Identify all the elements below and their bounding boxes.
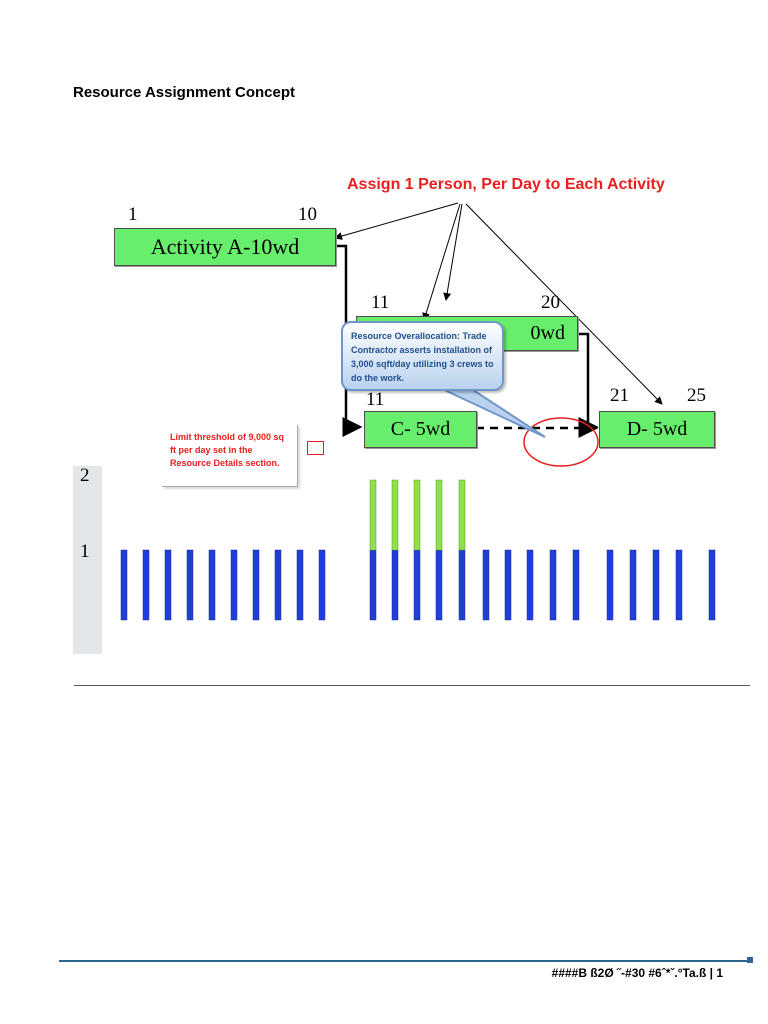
heading-arrow-b [443,203,463,301]
activity-d-start: 21 [610,385,629,406]
document-title: Resource Assignment Concept [73,84,295,101]
diagram-connectors [334,202,663,467]
heading-arrow-c [422,203,461,321]
histogram-bar-day-23 [652,549,660,621]
overallocation-bar-day-12 [391,479,399,551]
histogram-bar-day-7 [252,549,260,621]
histogram-bar-day-11 [369,549,377,621]
histogram-bar-day-20 [572,549,580,621]
activity-d-box: D- 5wd [599,411,715,448]
red-marker-rect [307,441,324,455]
histogram-axis-panel [73,466,102,654]
histogram-bar-day-22 [629,549,637,621]
histogram-bar-day-10 [318,549,326,621]
histogram-bar-day-6 [230,549,238,621]
overallocation-bar-day-13 [413,479,421,551]
footer-line [59,960,749,962]
activity-d-end: 25 [687,385,706,406]
histogram-bar-day-13 [413,549,421,621]
activity-c-box: C- 5wd [364,411,477,448]
histogram-bar-day-4 [186,549,194,621]
footer-dot [747,957,753,963]
heading-arrow-a [334,202,459,240]
histogram-bar-day-15 [458,549,466,621]
heading-arrow-d [465,203,663,405]
overallocation-ellipse [523,417,599,467]
overallocation-bar-day-15 [458,479,466,551]
histogram-bar-day-8 [274,549,282,621]
histogram-bar-day-3 [164,549,172,621]
footer-page-number: ####B ß2Ø ˝-#30 #6ˆ*ˇ.°Ta.ß | 1 [551,966,723,980]
resource-histogram [120,479,716,621]
activity-b-start: 11 [371,292,390,313]
histogram-bar-day-25 [708,549,716,621]
activity-b-end: 20 [541,292,560,313]
y-tick-2: 2 [80,465,90,486]
overallocation-callout: Resource Overallocation: Trade Contracto… [341,321,504,391]
histogram-bar-day-21 [606,549,614,621]
y-tick-1: 1 [80,541,90,562]
histogram-bar-day-12 [391,549,399,621]
overallocation-bar-day-11 [369,479,377,551]
histogram-bar-day-2 [142,549,150,621]
overallocation-bar-day-14 [435,479,443,551]
activity-c-start: 11 [366,389,385,410]
activity-a-box: Activity A-10wd [114,228,336,266]
histogram-bar-day-19 [549,549,557,621]
limit-threshold-note: Limit threshold of 9,000 sq ft per day s… [162,425,298,487]
assign-heading: Assign 1 Person, Per Day to Each Activit… [347,176,665,193]
histogram-bar-day-17 [504,549,512,621]
activity-a-start: 1 [128,204,138,225]
histogram-bar-day-1 [120,549,128,621]
histogram-bar-day-5 [208,549,216,621]
histogram-bar-day-24 [675,549,683,621]
activity-a-end: 10 [298,204,317,225]
histogram-bar-day-16 [482,549,490,621]
histogram-bar-day-18 [526,549,534,621]
histogram-bar-day-14 [435,549,443,621]
histogram-bar-day-9 [296,549,304,621]
section-divider [74,685,750,686]
